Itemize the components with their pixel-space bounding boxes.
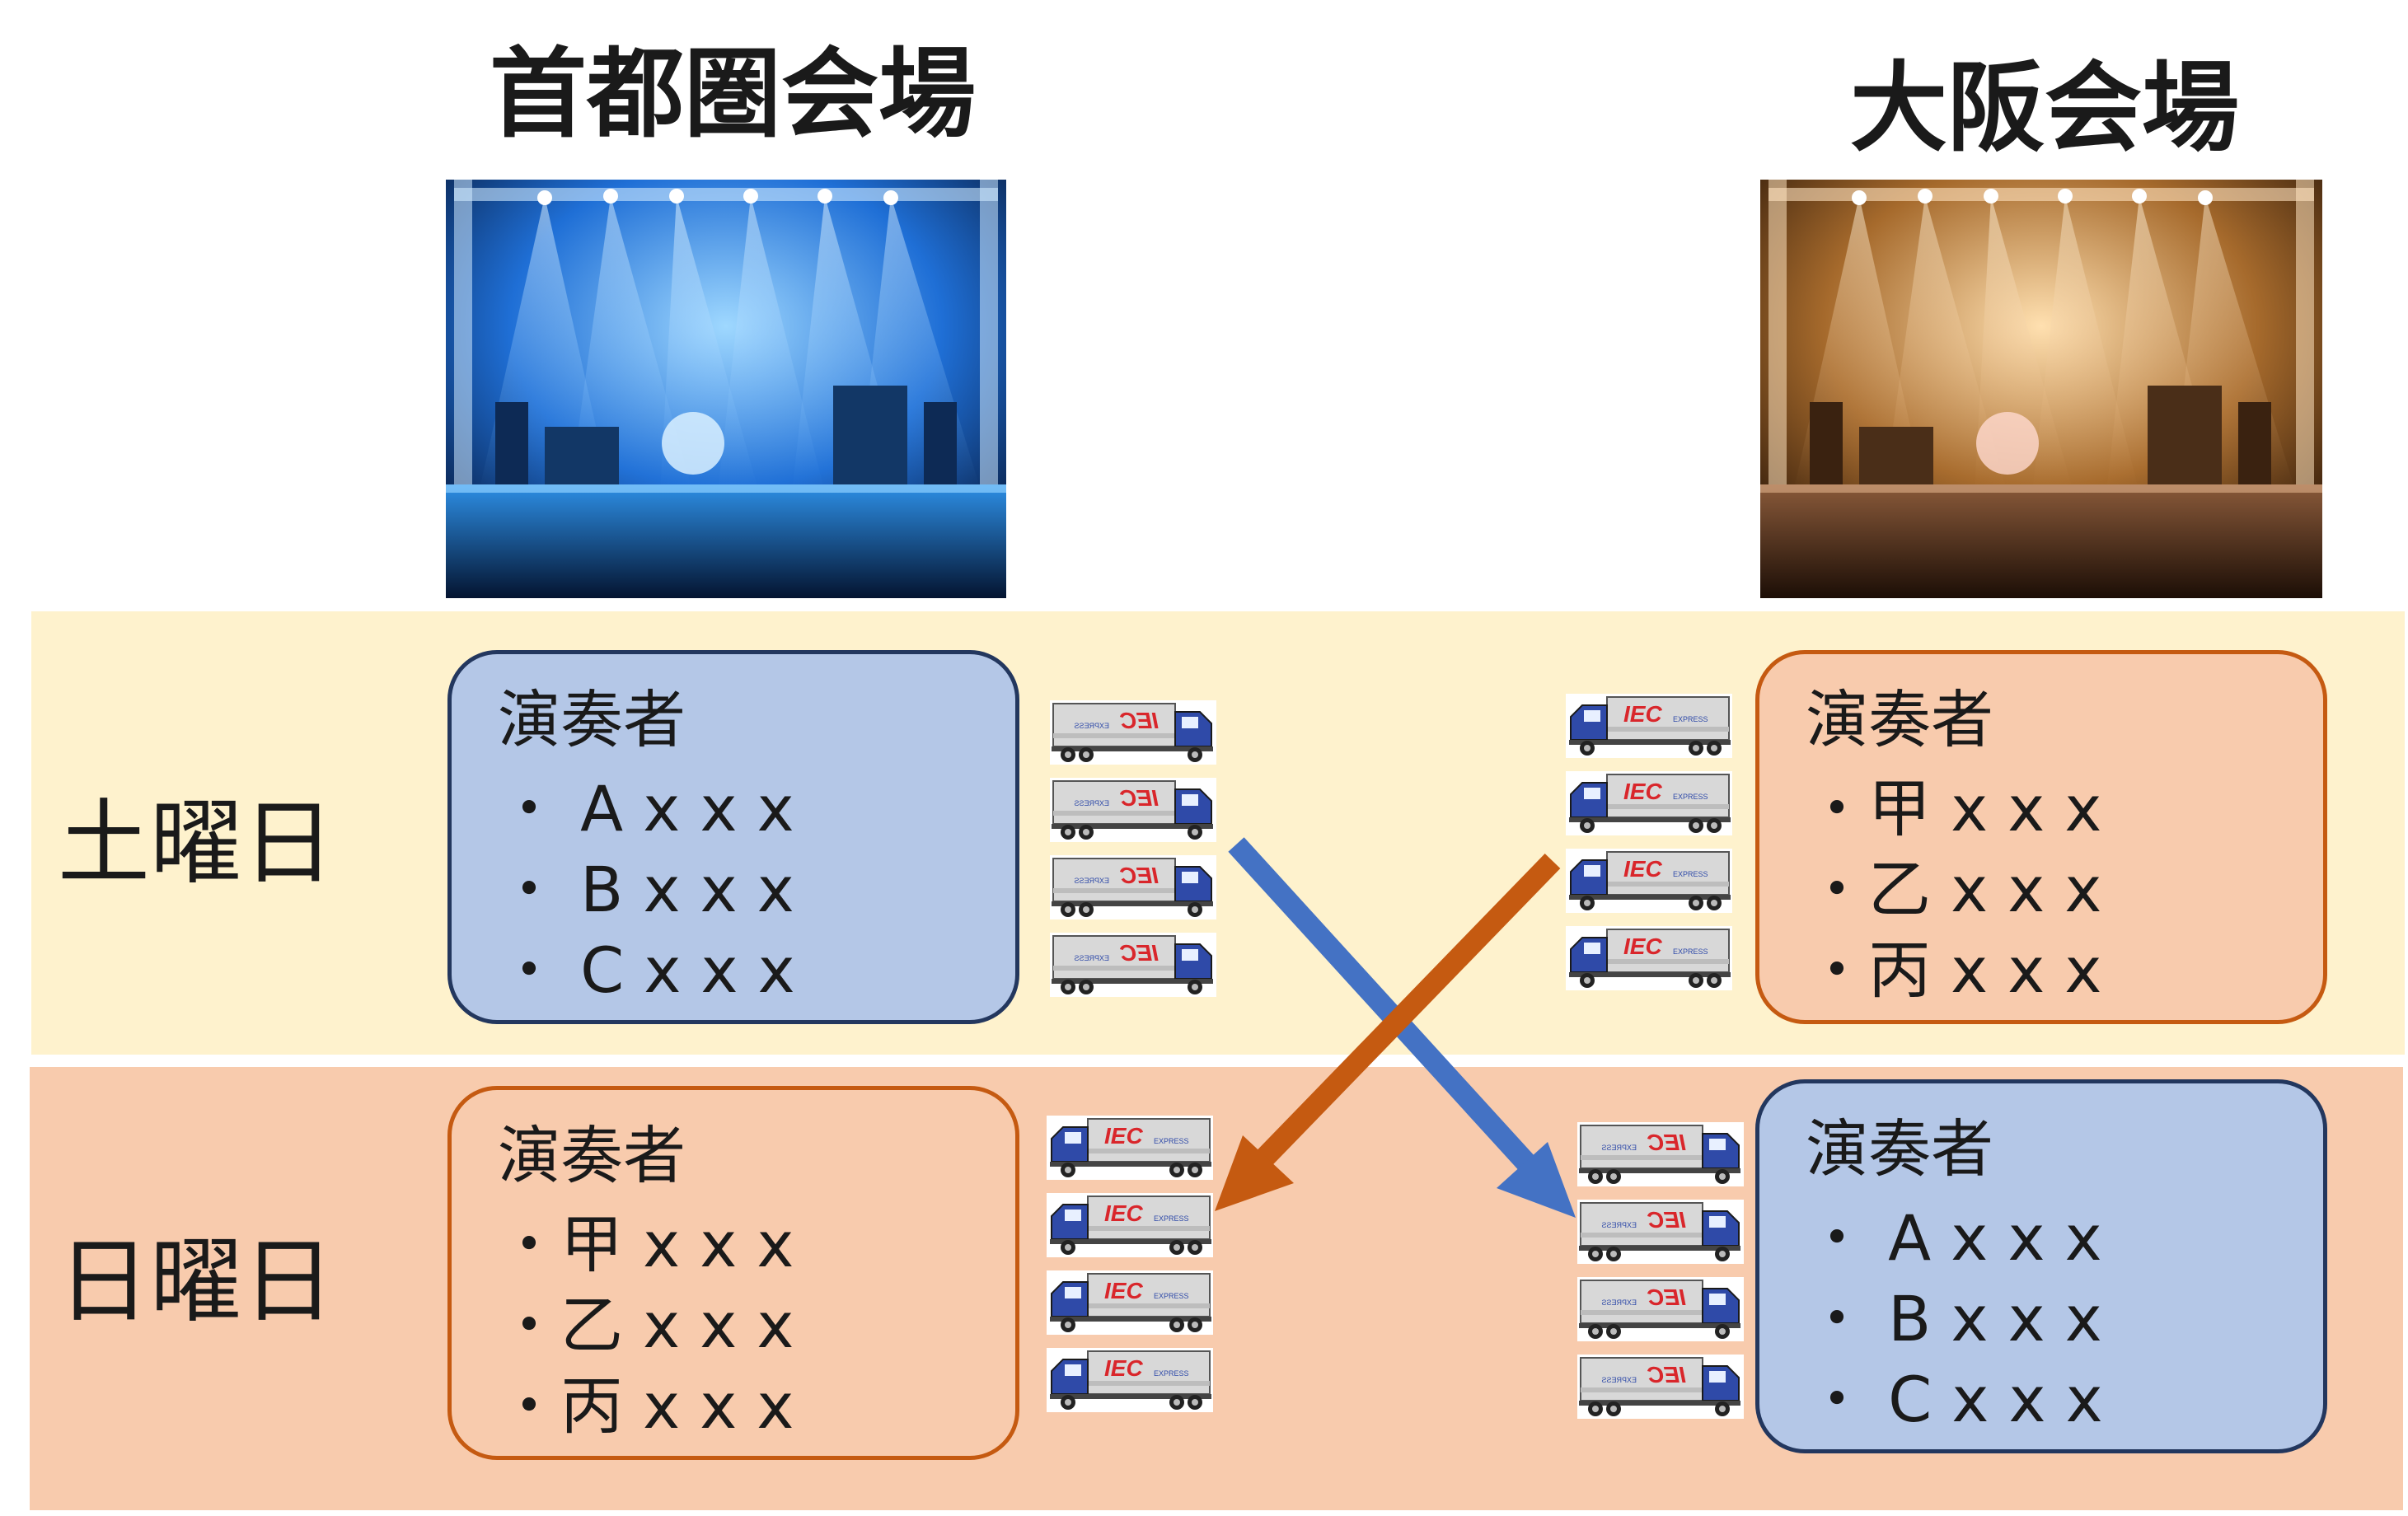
performer-item: ・甲 x x x [1806,772,2102,845]
truck-logo-sub: EXPRESS [1601,1221,1637,1229]
performer-item: ・乙 x x x [498,1289,794,1362]
venue-title-osaka: 大阪会場 [1850,51,2240,165]
truck-saturday-tokyo-icon: IEC EXPRESS [1048,699,1218,766]
truck-sunday-tokyo-icon: IEC EXPRESS [1045,1191,1215,1259]
truck-logo: IEC [1104,1200,1143,1226]
performer-item: ・乙 x x x [1806,853,2102,926]
performer-box-title: 演奏者 [1806,683,1993,756]
truck-sunday-osaka-icon: IEC EXPRESS [1576,1121,1745,1188]
arrow-blue-tokyo-to-osaka [1228,837,1576,1218]
truck-logo: IEC [1647,1130,1686,1155]
stage-image-tokyo [446,180,1006,598]
performer-box-title: 演奏者 [498,1119,686,1192]
truck-logo: IEC [1120,940,1159,966]
truck-logo-sub: EXPRESS [1601,1144,1637,1152]
performer-box-sunday-osaka: 演奏者 ・ A x x x ・ B x x x ・ C x x x [1755,1079,2327,1453]
performer-item: ・ A x x x [498,772,794,845]
truck-logo: IEC [1623,779,1662,804]
venue-title-tokyo: 首都圏会場 [490,37,977,151]
performer-item: ・甲 x x x [498,1208,794,1281]
truck-saturday-osaka-icon: IEC EXPRESS [1564,692,1734,760]
truck-logo-sub: EXPRESS [1601,1376,1637,1384]
truck-logo-sub: EXPRESS [1673,870,1708,878]
truck-saturday-osaka-icon: IEC EXPRESS [1564,847,1734,915]
truck-logo-sub: EXPRESS [1154,1292,1189,1300]
truck-saturday-tokyo-icon: IEC EXPRESS [1048,854,1218,921]
truck-sunday-tokyo-icon: IEC EXPRESS [1045,1346,1215,1414]
truck-sunday-osaka-icon: IEC EXPRESS [1576,1353,1745,1420]
performer-box-saturday-osaka: 演奏者 ・甲 x x x ・乙 x x x ・丙 x x x [1755,650,2327,1024]
truck-sunday-osaka-icon: IEC EXPRESS [1576,1275,1745,1343]
truck-logo-sub: EXPRESS [1601,1298,1637,1307]
stage-image-osaka [1760,180,2322,598]
performer-item: ・ B x x x [1806,1282,2102,1355]
truck-logo-sub: EXPRESS [1074,877,1109,885]
truck-logo: IEC [1623,856,1662,882]
truck-logo-sub: EXPRESS [1154,1214,1189,1223]
truck-sunday-tokyo-icon: IEC EXPRESS [1045,1114,1215,1181]
performer-item: ・ A x x x [1806,1201,2102,1275]
truck-saturday-osaka-icon: IEC EXPRESS [1564,770,1734,837]
truck-logo: IEC [1623,701,1662,727]
truck-logo-sub: EXPRESS [1074,799,1109,807]
truck-logo: IEC [1120,708,1159,733]
truck-logo-sub: EXPRESS [1074,954,1109,962]
truck-logo-sub: EXPRESS [1074,722,1109,730]
performer-item: ・ C x x x [1806,1363,2103,1436]
performer-box-title: 演奏者 [1806,1112,1993,1186]
truck-logo-sub: EXPRESS [1673,715,1708,723]
truck-logo: IEC [1647,1207,1686,1233]
performer-item: ・丙 x x x [1806,933,2102,1007]
day-label-saturday: 土曜日 [58,790,335,897]
truck-logo: IEC [1120,785,1159,811]
truck-logo-sub: EXPRESS [1154,1137,1189,1145]
truck-logo-sub: EXPRESS [1154,1369,1189,1378]
truck-logo: IEC [1647,1284,1686,1310]
truck-logo: IEC [1104,1123,1143,1149]
performer-box-title: 演奏者 [498,683,686,756]
truck-saturday-tokyo-icon: IEC EXPRESS [1048,776,1218,844]
truck-sunday-osaka-icon: IEC EXPRESS [1576,1198,1745,1266]
truck-logo: IEC [1120,863,1159,888]
truck-logo-sub: EXPRESS [1673,793,1708,801]
performer-box-saturday-tokyo: 演奏者 ・ A x x x ・ B x x x ・ C x x x [447,650,1019,1024]
truck-logo: IEC [1104,1355,1143,1381]
performer-item: ・ B x x x [498,853,794,926]
day-label-sunday: 日曜日 [58,1228,335,1336]
truck-logo: IEC [1104,1278,1143,1303]
truck-logo: IEC [1623,933,1662,959]
truck-saturday-tokyo-icon: IEC EXPRESS [1048,931,1218,999]
performer-box-sunday-tokyo: 演奏者 ・甲 x x x ・乙 x x x ・丙 x x x [447,1086,1019,1460]
truck-logo: IEC [1647,1362,1686,1387]
truck-logo-sub: EXPRESS [1673,948,1708,956]
truck-sunday-tokyo-icon: IEC EXPRESS [1045,1269,1215,1336]
truck-saturday-osaka-icon: IEC EXPRESS [1564,924,1734,992]
performer-item: ・丙 x x x [498,1369,794,1443]
arrow-orange-osaka-to-tokyo [1215,853,1561,1211]
performer-item: ・ C x x x [498,933,795,1007]
